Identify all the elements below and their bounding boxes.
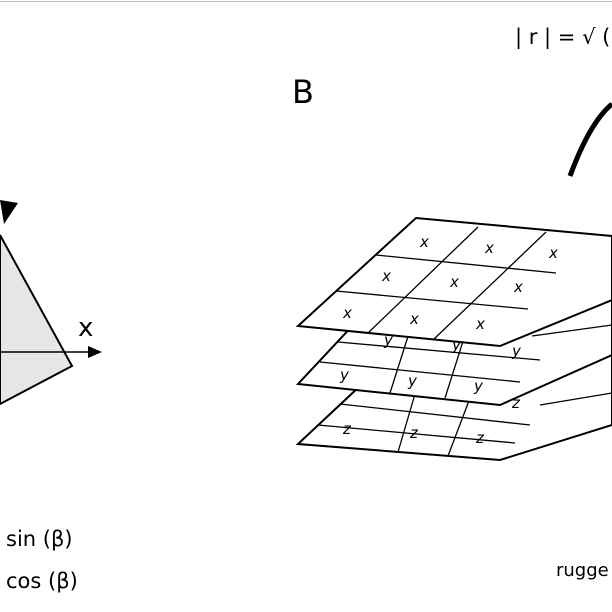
shaded-triangle [0,234,74,406]
layer-y-grid-line [531,324,612,337]
layer-x-cell-letter: x [419,233,429,251]
layer-y-grid-line [389,329,411,394]
layer-y-grid-line [444,334,466,399]
sin-beta-equation: sin (β) [6,527,73,551]
layer-y-cell-letter: y [383,331,394,349]
layer-z-grid-line [317,424,516,444]
layer-x: x x x x x x x x x [295,216,612,348]
layer-x-cell-letter: x [548,244,558,262]
layer-x-grid-line [335,290,529,310]
cos-beta-equation: cos (β) [6,569,78,593]
layer-y-cell-letter: y [339,366,350,384]
layer-z-cell-letter: z [409,424,419,442]
magnitude-formula: | r | = √ (Σ [515,25,612,50]
layer-x-grid-line [375,254,557,274]
layer-x-cell-letter: x [381,267,391,285]
layer-x-cell-letter: x [449,273,459,291]
panel-b: B z z z z z y y y y [292,73,612,462]
layer-x-cell-letter: x [484,239,494,257]
layer-x-cell-letter: x [513,278,523,296]
layer-z-grid-line [447,397,471,457]
layer-y-grid-line [337,341,541,361]
curved-arrow-arc [567,102,612,177]
layer-z-grid-line [539,392,612,406]
layer-z-grid-line [339,403,531,426]
x-axis-arrowhead [88,346,102,358]
layer-x-cell-letter: x [475,315,485,333]
layer-z-cell-letter: z [475,429,485,447]
layer-x-grid-line [433,231,547,340]
panel-b-label: B [292,73,314,111]
rotation-arrowhead-icon [0,200,18,224]
layer-y-cell-letter: y [511,342,522,360]
panel-a: x sin (β) cos (β) [0,200,102,593]
layer-x-cell-letter: x [342,304,352,322]
layer-z-grid-line [397,393,416,453]
layer-y-grid-line [319,361,521,383]
layer-y-cell-letter: y [407,372,418,390]
layer-z-cell-letter: z [511,394,521,412]
bottom-right-word: rugge [556,560,609,581]
layer-y-cell-letter: y [451,336,462,354]
layer-x-grid-line [367,226,479,334]
x-axis-label: x [78,313,93,343]
layer-y-cell-letter: y [473,377,484,395]
layer-x-cell-letter: x [409,310,419,328]
layer-x-plate [295,216,612,348]
layer-z-cell-letter: z [342,420,352,438]
